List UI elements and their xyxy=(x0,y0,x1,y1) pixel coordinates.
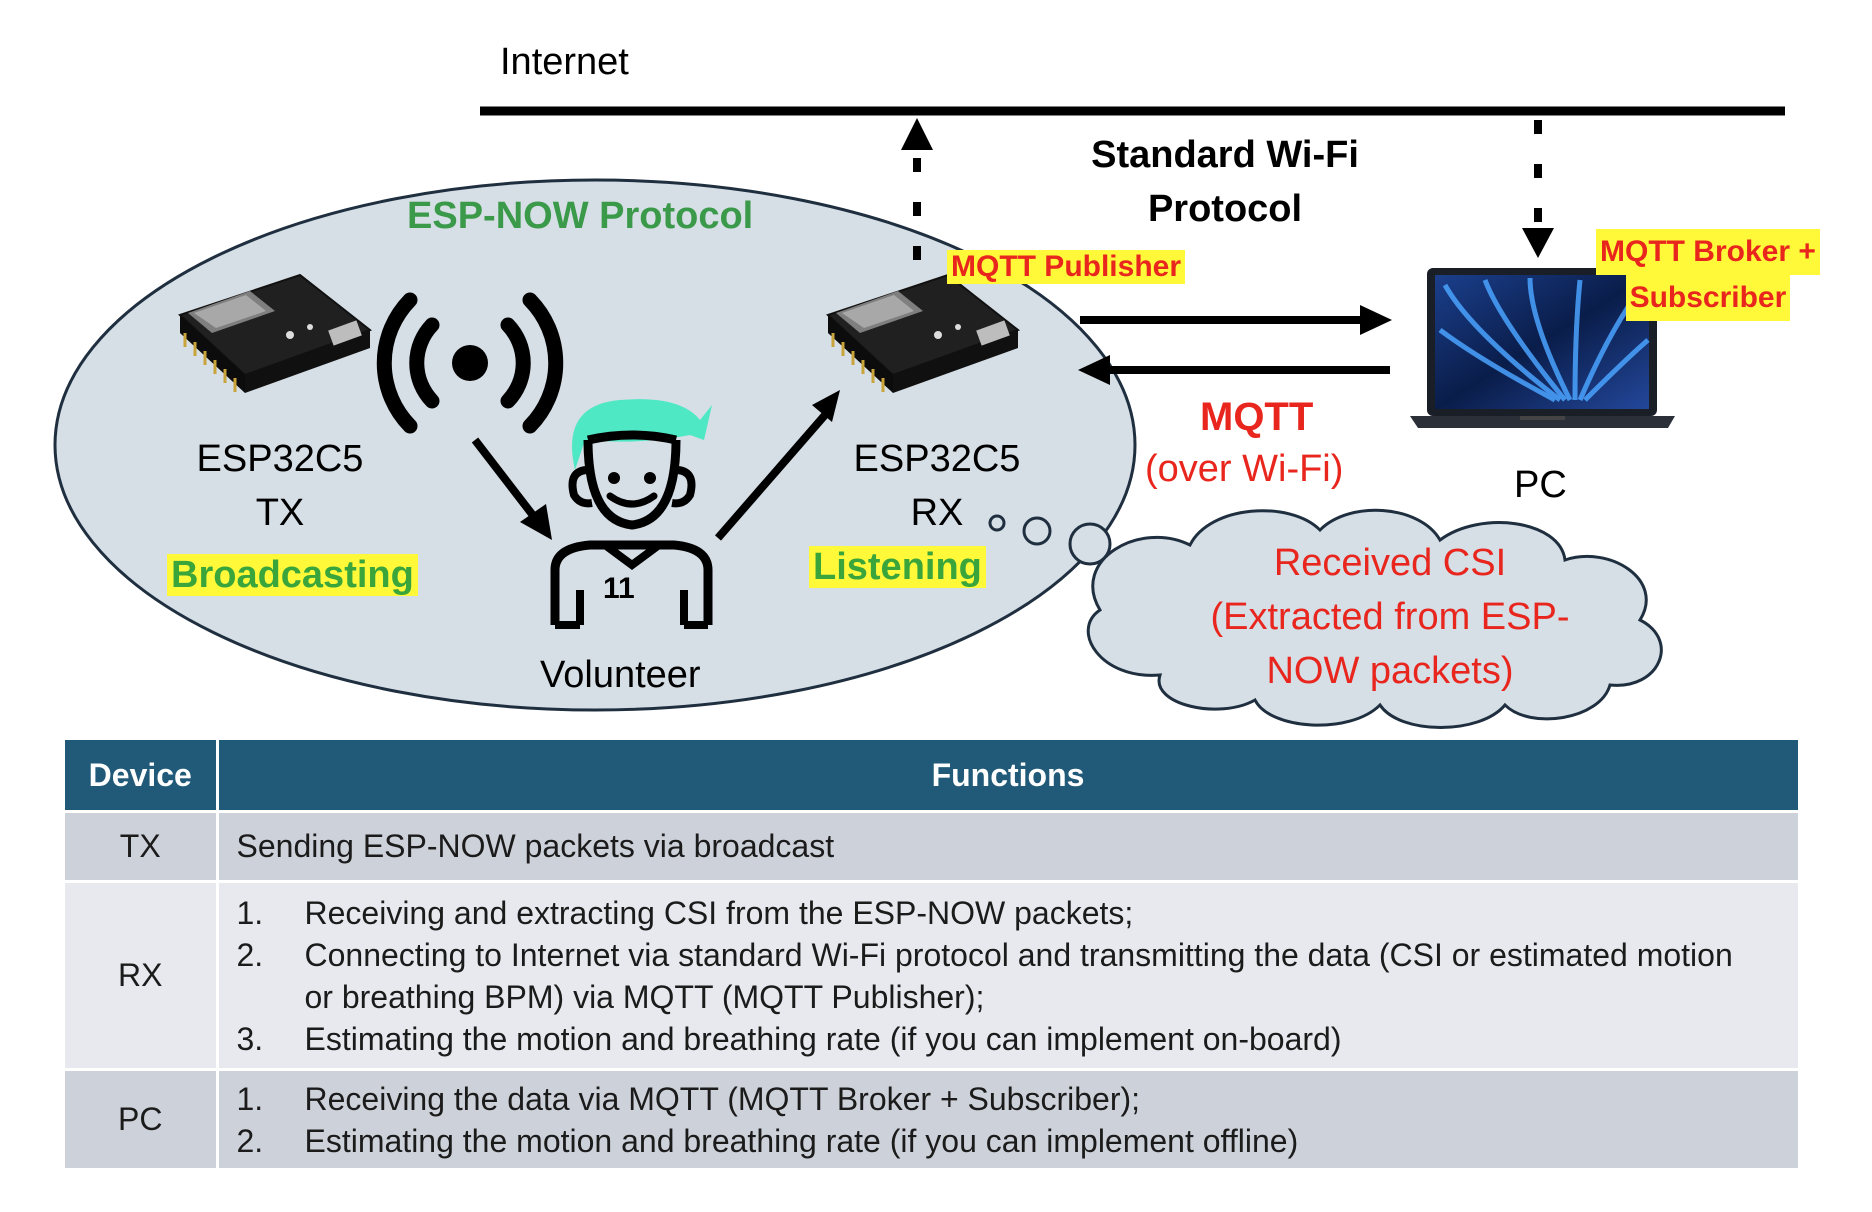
list-item: 3. Estimating the motion and breathing r… xyxy=(237,1018,1797,1060)
list-item-number: 1. xyxy=(236,1080,264,1117)
cloud-line3: NOW packets) xyxy=(1266,650,1514,692)
list-item-number: 2. xyxy=(236,1122,264,1159)
volunteer-icon: 11 xyxy=(550,399,713,629)
functions-cell-tx: Sending ESP-NOW packets via broadcast xyxy=(217,811,1801,883)
rx-role: RX xyxy=(910,492,964,534)
list-item-text: Connecting to Internet via standard Wi-F… xyxy=(304,936,1733,1015)
list-item-text: Estimating the motion and breathing rate… xyxy=(304,1122,1299,1159)
tx-board-icon xyxy=(178,273,373,393)
mqtt-label: MQTT xyxy=(1200,395,1314,439)
list-item-text: Estimating the motion and breathing rate… xyxy=(304,1020,1342,1057)
csi-cloud xyxy=(1086,508,1663,729)
internet-to-pc-dashed-arrow xyxy=(1522,120,1554,258)
mqtt-broker-label: MQTT Broker + Subscriber xyxy=(1596,229,1820,321)
list-item-number: 2. xyxy=(236,936,264,973)
broadcast-icon xyxy=(376,292,564,434)
thought-bubbles xyxy=(988,514,1112,566)
list-item: 1. Receiving and extracting CSI from the… xyxy=(237,892,1797,934)
table-header-row: Device Functions xyxy=(65,740,1801,813)
pc-to-rx-arrow xyxy=(1078,355,1390,385)
header-device: Device xyxy=(65,740,219,813)
volunteer-label: Volunteer xyxy=(540,654,701,696)
tx-label-group: ESP32C5 TX xyxy=(160,432,400,540)
list-item-number: 1. xyxy=(236,894,264,931)
cloud-text: Received CSI (Extracted from ESP- NOW pa… xyxy=(1170,536,1610,698)
standard-wifi-label: Standard Wi-Fi Protocol xyxy=(1010,128,1440,236)
standard-wifi-line1: Standard Wi-Fi xyxy=(1091,134,1359,176)
functions-cell-rx: 1. Receiving and extracting CSI from the… xyxy=(217,881,1801,1071)
rx-label-group: ESP32C5 RX xyxy=(817,432,1057,540)
table-row-rx: RX 1. Receiving and extracting CSI from … xyxy=(65,881,1801,1071)
device-cell-rx: RX xyxy=(65,881,219,1071)
rx-status-badge: Listening xyxy=(809,546,986,588)
internet-label: Internet xyxy=(500,41,629,83)
list-item-text: Receiving the data via MQTT (MQTT Broker… xyxy=(304,1080,1141,1117)
tx-role: TX xyxy=(255,492,305,534)
list-item: 1. Receiving the data via MQTT (MQTT Bro… xyxy=(237,1078,1797,1120)
functions-table: Device Functions TX Sending ESP-NOW pack… xyxy=(65,740,1801,1171)
volunteer-to-rx-arrow xyxy=(714,390,840,541)
jersey-number: 11 xyxy=(603,572,635,605)
mqtt-broker-line1: MQTT Broker + xyxy=(1596,229,1820,275)
table-row-pc: PC 1. Receiving the data via MQTT (MQTT … xyxy=(65,1069,1801,1171)
mqtt-broker-line2: Subscriber xyxy=(1625,275,1791,321)
rx-to-internet-dashed-arrow xyxy=(901,118,933,260)
list-item: 2. Estimating the motion and breathing r… xyxy=(237,1120,1797,1162)
device-cell-pc: PC xyxy=(65,1069,219,1171)
mqtt-publisher-label: MQTT Publisher xyxy=(947,250,1186,284)
rx-board-icon xyxy=(826,273,1021,393)
list-item-number: 3. xyxy=(236,1020,264,1057)
device-cell-tx: TX xyxy=(65,811,219,883)
table-row-tx: TX Sending ESP-NOW packets via broadcast xyxy=(65,811,1801,883)
mqtt-sub-label: (over Wi-Fi) xyxy=(1145,448,1344,490)
header-functions: Functions xyxy=(217,740,1801,813)
broadcast-to-volunteer-arrow xyxy=(471,437,552,540)
cloud-line2: (Extracted from ESP- xyxy=(1210,596,1570,638)
tx-device-name: ESP32C5 xyxy=(196,438,364,480)
rx-to-pc-arrow xyxy=(1080,305,1392,335)
rx-device-name: ESP32C5 xyxy=(853,438,1021,480)
standard-wifi-line2: Protocol xyxy=(1147,188,1303,230)
espnow-protocol-label: ESP-NOW Protocol xyxy=(407,195,754,237)
functions-cell-pc: 1. Receiving the data via MQTT (MQTT Bro… xyxy=(217,1069,1801,1171)
pc-label: PC xyxy=(1514,464,1567,506)
cloud-line1: Received CSI xyxy=(1273,542,1507,584)
tx-status-badge: Broadcasting xyxy=(167,554,418,596)
list-item: 2. Connecting to Internet via standard W… xyxy=(237,934,1797,1018)
list-item-text: Receiving and extracting CSI from the ES… xyxy=(304,894,1134,931)
laptop-icon xyxy=(1410,268,1675,428)
